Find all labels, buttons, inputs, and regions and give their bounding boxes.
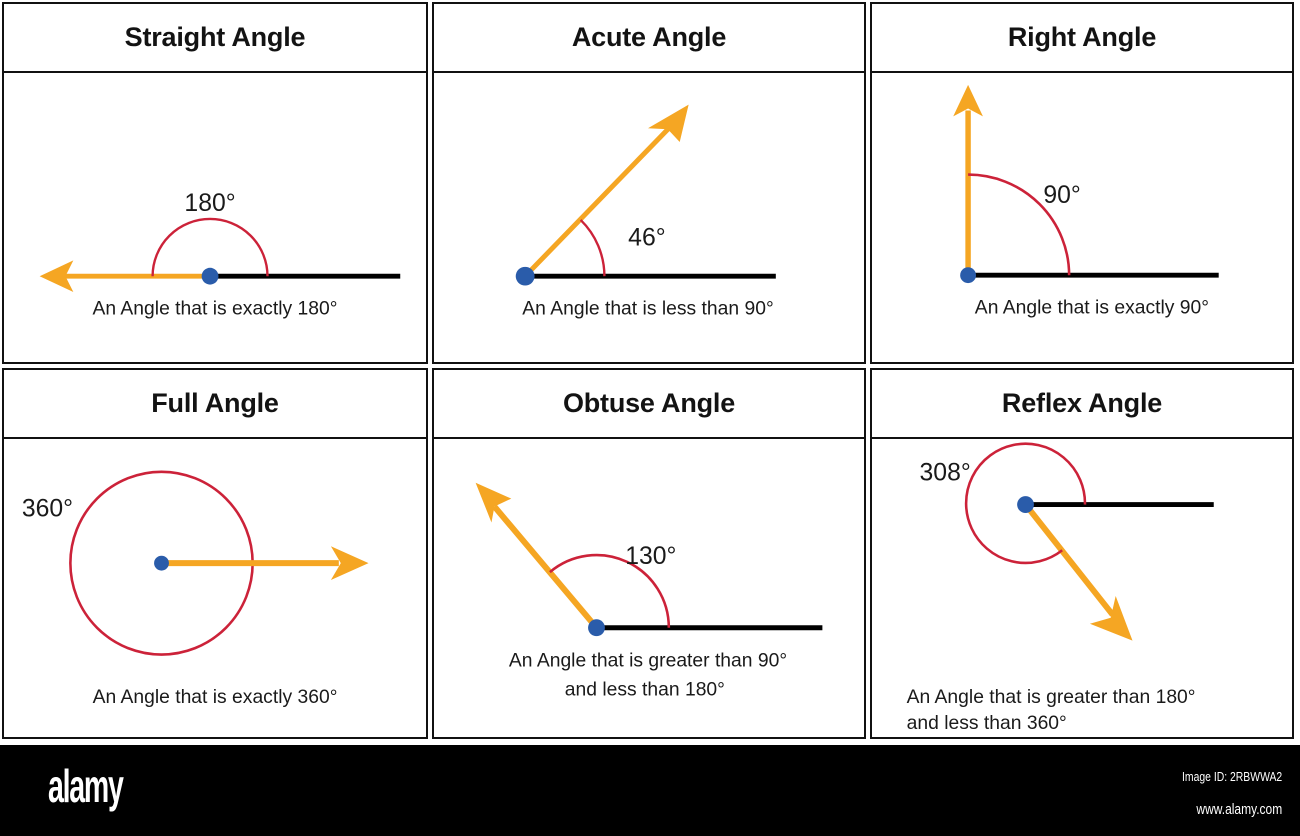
panel-body-straight-angle: 180° An Angle that is exactly 180°: [4, 73, 426, 362]
ray-orange: [1023, 502, 1116, 617]
panel-caption-line2: and less than 360°: [907, 712, 1067, 734]
panel-acute-angle: Acute Angle 46° An Angle that is les: [432, 2, 866, 364]
full-angle-figure: 360° An Angle that is exactly 360°: [22, 470, 369, 708]
vertex-dot: [201, 267, 219, 285]
arrowhead-down-right-icon: [1089, 595, 1133, 641]
alamy-logo: alamy: [48, 760, 124, 812]
arrowhead-up-left-icon: [475, 482, 512, 523]
panel-straight-angle: Straight Angle 180° An Angle that is: [2, 2, 428, 364]
panel-header-reflex-angle: Reflex Angle: [872, 370, 1292, 439]
angle-measure-label: 180°: [184, 190, 235, 217]
ray-orange: [492, 504, 599, 630]
angle-arc-red: [964, 442, 1087, 565]
vertex-dot: [588, 619, 605, 637]
panel-right-angle: Right Angle 90° An Angle that is exa: [870, 2, 1294, 364]
alamy-url-label[interactable]: www.alamy.com: [1196, 800, 1282, 818]
image-id-label: Image ID: 2RBWWA2: [1181, 769, 1282, 784]
angle-arc-red: [968, 173, 1071, 276]
acute-angle-figure: 46° An Angle that is less than 90°: [515, 104, 776, 320]
angles-diagram-board: Straight Angle 180° An Angle that is: [2, 2, 1298, 743]
arrowhead-up-icon: [953, 84, 983, 117]
page-title: Acute Angle: [571, 22, 727, 52]
panel-caption-line1: An Angle that is greater than 90°: [509, 649, 787, 671]
vertex-dot: [1017, 496, 1034, 514]
angle-measure-label: 90°: [1043, 182, 1080, 209]
panel-header-right-angle: Right Angle: [872, 4, 1292, 73]
page-title: Full Angle: [151, 388, 279, 418]
angle-measure-label: 360°: [22, 495, 73, 522]
panel-reflex-angle: Reflex Angle 308° An Angle that is g: [870, 368, 1294, 739]
angle-measure-label: 46°: [628, 225, 665, 252]
panel-header-obtuse-angle: Obtuse Angle: [434, 370, 864, 439]
panel-body-full-angle: 360° An Angle that is exactly 360°: [4, 439, 426, 737]
watermark-footer-bar: alamy Image ID: 2RBWWA2 www.alamy.com: [0, 745, 1300, 836]
angle-measure-label: 130°: [625, 543, 676, 570]
panel-caption-line1: An Angle that is greater than 180°: [907, 686, 1196, 708]
reflex-angle-figure: 308° An Angle that is greater than 180° …: [907, 442, 1214, 734]
straight-angle-figure: 180° An Angle that is exactly 180°: [39, 190, 401, 320]
arrowhead-right-icon: [330, 546, 369, 581]
panel-caption-line1: An Angle that is less than 90°: [522, 299, 773, 320]
vertex-dot: [960, 267, 977, 284]
vertex-dot: [515, 266, 535, 286]
panel-caption-line1: An Angle that is exactly 90°: [975, 298, 1209, 319]
page-title: Obtuse Angle: [562, 388, 736, 418]
panel-body-acute-angle: 46° An Angle that is less than 90°: [434, 73, 864, 362]
panel-body-reflex-angle: 308° An Angle that is greater than 180° …: [872, 439, 1292, 737]
footer-right-block: Image ID: 2RBWWA2 www.alamy.com: [1157, 767, 1282, 821]
page-title: Straight Angle: [124, 22, 306, 52]
ray-orange: [523, 125, 672, 278]
panel-body-obtuse-angle: 130° An Angle that is greater than 90° a…: [434, 439, 864, 737]
panel-caption-line2: and less than 180°: [565, 678, 725, 700]
angle-arc-red: [151, 217, 269, 277]
panel-header-acute-angle: Acute Angle: [434, 4, 864, 73]
page-title: Reflex Angle: [1001, 388, 1163, 418]
vertex-dot: [154, 555, 169, 571]
panel-caption-line1: An Angle that is exactly 180°: [93, 299, 338, 320]
arrowhead-left-icon: [39, 260, 74, 292]
angle-arc-red: [549, 553, 671, 628]
obtuse-angle-figure: 130° An Angle that is greater than 90° a…: [475, 482, 823, 700]
arrowhead-up-right-icon: [648, 104, 689, 143]
panel-obtuse-angle: Obtuse Angle 130° An Angle that is g: [432, 368, 866, 739]
panel-body-right-angle: 90° An Angle that is exactly 90°: [872, 73, 1292, 362]
panel-caption-line1: An Angle that is exactly 360°: [93, 686, 338, 708]
panel-grid: Straight Angle 180° An Angle that is: [2, 2, 1298, 743]
angle-arc-red: [579, 219, 606, 277]
panel-full-angle: Full Angle 360° An Angle that is exactly…: [2, 368, 428, 739]
angle-measure-label: 308°: [920, 460, 971, 487]
panel-header-straight-angle: Straight Angle: [4, 4, 426, 73]
page-title: Right Angle: [1007, 22, 1157, 52]
panel-header-full-angle: Full Angle: [4, 370, 426, 439]
right-angle-figure: 90° An Angle that is exactly 90°: [953, 84, 1219, 319]
